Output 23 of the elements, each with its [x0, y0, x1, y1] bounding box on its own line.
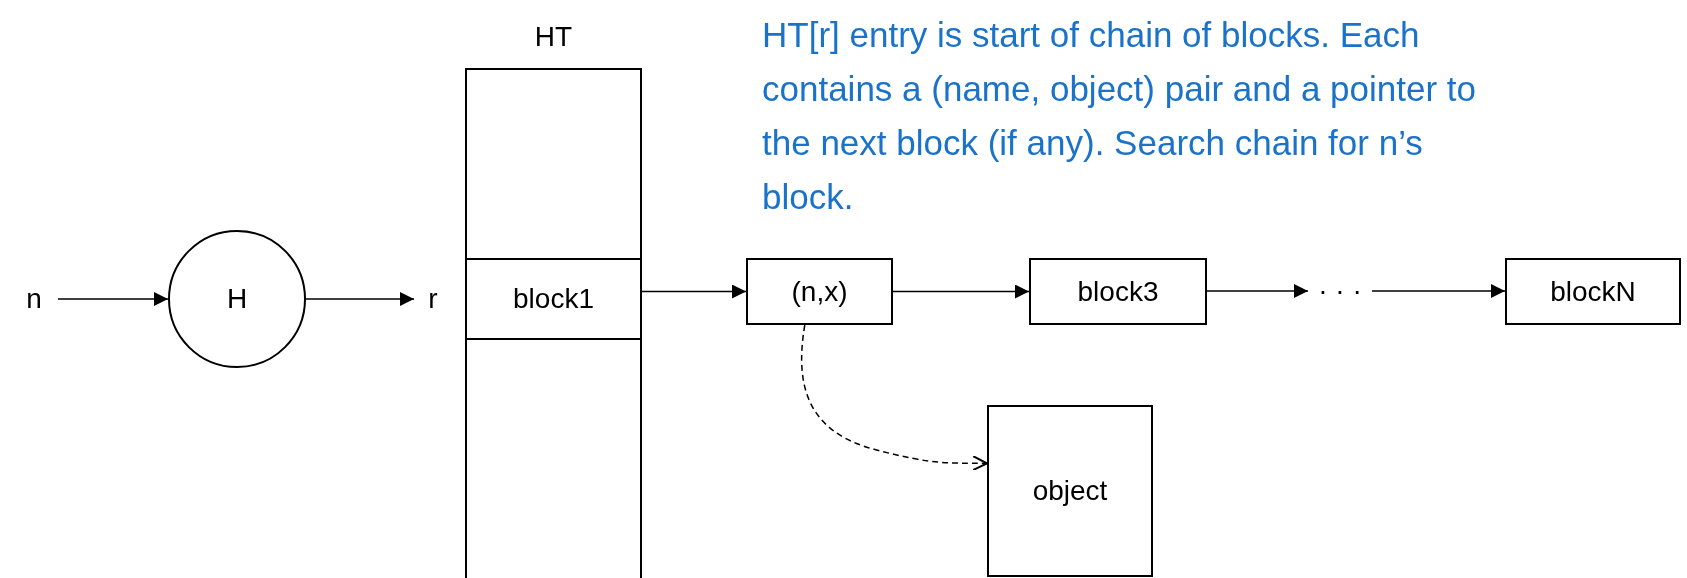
chain-block-box	[746, 258, 893, 325]
note-text: HT[r] entry is start of chain of blocks. Each contains a (name, object) pair and a pointer to the next block (if any). Search chain for n’s block.	[762, 14, 1478, 218]
dashed-arrow	[800, 324, 988, 472]
arrow	[57, 292, 169, 306]
node-text: (n,x)	[791, 274, 848, 309]
node-text: n	[26, 282, 42, 316]
arrow	[1206, 284, 1309, 298]
node-text: block3	[1077, 274, 1159, 309]
node-text: H	[226, 282, 248, 316]
chain-block-box	[987, 405, 1153, 577]
node-text: block1	[513, 282, 594, 316]
node-text: HT	[534, 20, 573, 54]
arrow	[892, 284, 1030, 299]
chain-block-box	[1029, 258, 1207, 325]
arrow	[641, 284, 747, 299]
arrow	[1371, 284, 1506, 298]
node-text: r	[428, 282, 438, 316]
arrow	[305, 292, 415, 306]
node-text: blockN	[1550, 274, 1636, 309]
chain-block-box	[465, 258, 642, 340]
chain-block-box	[1505, 258, 1681, 325]
node-text: object	[1032, 474, 1108, 508]
node-text: · · ·	[1318, 274, 1362, 308]
